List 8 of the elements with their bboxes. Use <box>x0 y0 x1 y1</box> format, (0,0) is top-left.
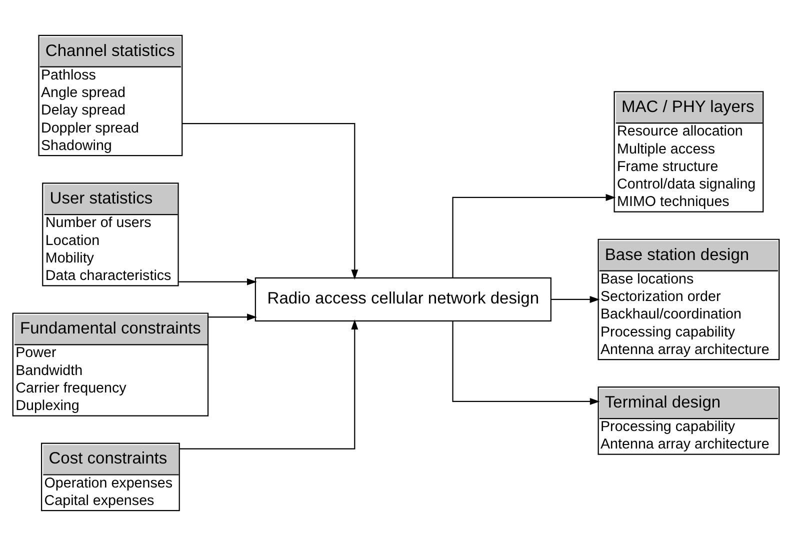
arrow <box>182 123 358 280</box>
arrow <box>178 278 257 286</box>
arrow <box>179 320 358 450</box>
arrow <box>550 296 600 303</box>
node-box: Radio access cellular network design <box>254 277 552 322</box>
arrow <box>208 314 257 321</box>
arrow <box>452 194 616 278</box>
arrow <box>452 321 600 405</box>
